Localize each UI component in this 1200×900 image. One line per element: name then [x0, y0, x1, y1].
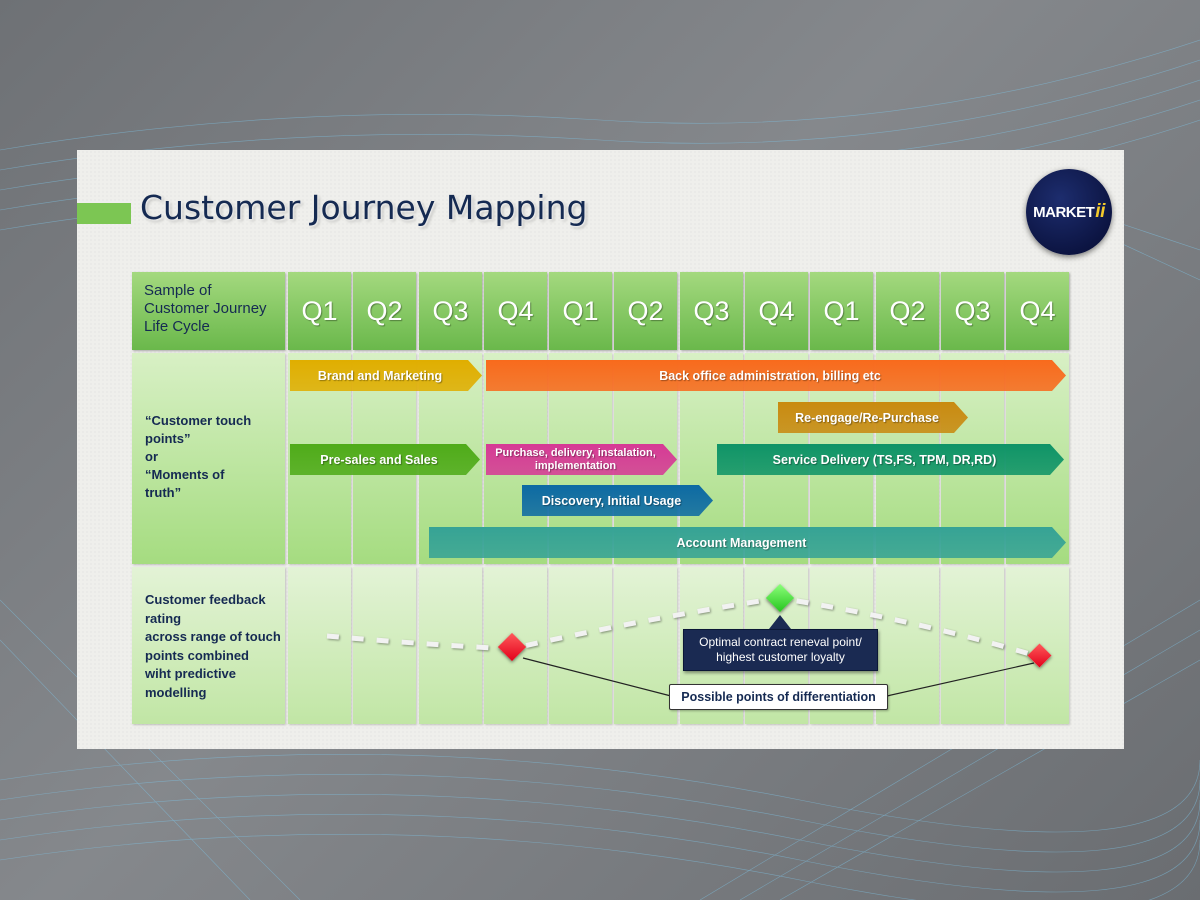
optimal-renewal-callout: Optimal contract reneval point/ highest … — [683, 629, 878, 671]
feedback-column — [419, 567, 482, 724]
header-cell-quarter: Q4 — [745, 272, 808, 350]
arrow-account-management: Account Management — [429, 527, 1066, 558]
logo-accent-text: ii — [1095, 201, 1105, 222]
header-cell-quarter: Q1 — [549, 272, 612, 350]
header-cell-quarter: Q1 — [810, 272, 873, 350]
header-cell-quarter: Q3 — [680, 272, 743, 350]
title-accent-bar — [77, 203, 131, 224]
header-cell-quarter: Q2 — [614, 272, 677, 350]
feedback-column — [288, 567, 351, 724]
header-cell-quarter: Q1 — [288, 272, 351, 350]
header-cell-life-cycle: Sample of Customer Journey Life Cycle — [132, 272, 285, 350]
header-cell-quarter: Q2 — [876, 272, 939, 350]
header-cell-quarter: Q4 — [1006, 272, 1069, 350]
header-cell-quarter: Q2 — [353, 272, 416, 350]
arrow-pre-sales: Pre-sales and Sales — [290, 444, 480, 475]
slide-title: Customer Journey Mapping — [140, 188, 588, 227]
arrow-discovery: Discovery, Initial Usage — [522, 485, 713, 516]
arrow-service-delivery: Service Delivery (TS,FS, TPM, DR,RD) — [717, 444, 1064, 475]
feedback-column — [353, 567, 416, 724]
feedback-column — [941, 567, 1004, 724]
arrow-brand-marketing: Brand and Marketing — [290, 360, 482, 391]
optimal-callout-pointer — [769, 615, 791, 629]
arrow-re-engage: Re-engage/Re-Purchase — [778, 402, 968, 433]
arrow-purchase-delivery: Purchase, delivery, instalation, impleme… — [486, 444, 677, 475]
header-cell-quarter: Q3 — [419, 272, 482, 350]
header-cell-quarter: Q3 — [941, 272, 1004, 350]
header-cell-quarter: Q4 — [484, 272, 547, 350]
differentiation-callout: Possible points of differentiation — [669, 684, 888, 710]
feedback-column — [549, 567, 612, 724]
arrow-back-office: Back office administration, billing etc — [486, 360, 1066, 391]
logo-text: MARKET — [1033, 203, 1095, 221]
feedback-column — [614, 567, 677, 724]
row-label-touch-points: “Customer touch points” or “Moments of t… — [132, 353, 285, 564]
row-label-feedback: Customer feedback rating across range of… — [132, 567, 285, 724]
